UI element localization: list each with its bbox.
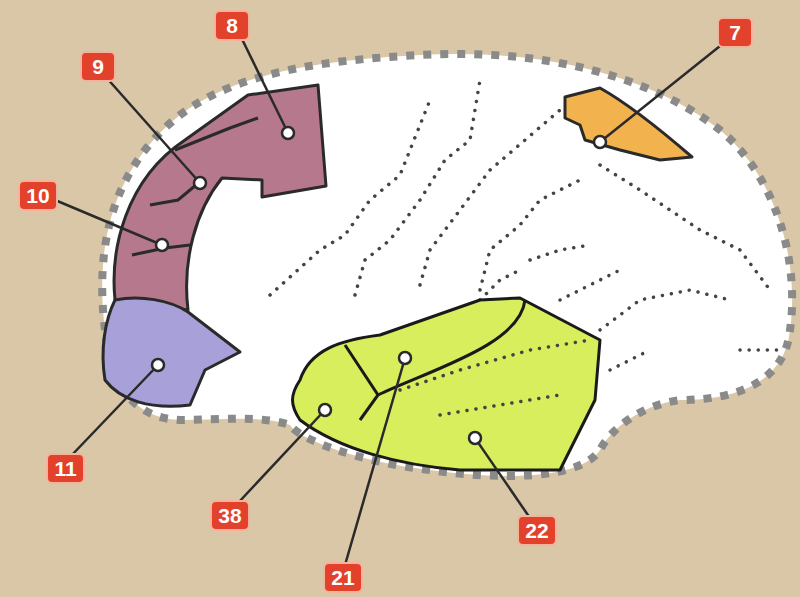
callout-number: 7 — [729, 22, 741, 43]
temporal-dividers — [345, 300, 525, 420]
callout-number: 8 — [226, 15, 238, 36]
callout-badge: 38 — [210, 500, 250, 531]
callout-number: 38 — [218, 505, 241, 526]
callout-number: 22 — [525, 520, 548, 541]
leader-lines — [55, 35, 725, 565]
temporal-sulci — [400, 340, 590, 415]
area-points — [152, 127, 606, 444]
callout-number: 10 — [26, 185, 49, 206]
callout-badge: 8 — [214, 10, 250, 41]
orbital-region — [103, 298, 240, 406]
parietal-region — [565, 88, 692, 160]
callout-number: 11 — [54, 458, 76, 479]
callout-number: 9 — [92, 56, 104, 77]
frontal-region — [114, 85, 326, 310]
callout-badge: 21 — [323, 562, 363, 593]
brain-outline — [102, 54, 792, 476]
callout-badge: 9 — [80, 51, 116, 82]
callout-number: 21 — [331, 567, 354, 588]
callout-badge: 22 — [517, 515, 557, 546]
callout-badge: 10 — [18, 180, 58, 211]
region-dividers — [132, 118, 258, 255]
temporal-region — [293, 298, 601, 470]
callout-badge: 11 — [46, 453, 85, 484]
callout-badge: 7 — [717, 17, 753, 48]
